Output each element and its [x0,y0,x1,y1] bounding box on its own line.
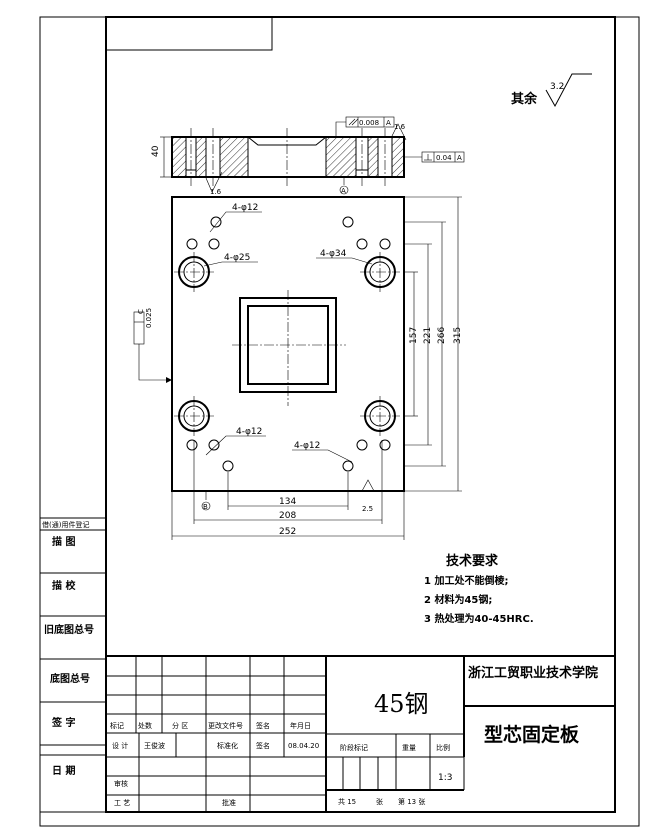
plan-view: 4-φ12 4-φ25 4-φ34 4-φ12 4-φ12 134 208 25… [133,196,463,540]
top-left-box [105,16,273,51]
roughness-value: 3.2 [550,82,564,92]
roughness-symbol-icon [361,479,375,492]
roughness-label: 其余 [511,91,538,107]
scale-value: 1:3 [438,773,452,783]
tech-req-item-3: 3 热处理为40-45HRC. [424,612,534,625]
section-roughness-top: 1.6 [394,123,406,131]
scale-label: 比例 [436,743,450,752]
sheet-total: 共 15 [338,797,356,806]
dim-v-157: 157 [409,327,419,344]
roughness-symbol-icon [545,73,592,108]
rev-h-1: 标记 [110,721,124,730]
process-label: 工 艺 [114,799,130,807]
parallel-icon [348,118,356,126]
rev-h-6: 年月日 [290,721,311,730]
side-datum: C [137,309,145,314]
rev-h-3: 分 区 [172,721,188,730]
review-label: 审核 [114,779,128,788]
left-cell-6: 签 字 [51,716,75,729]
left-cell-4: 旧底图总号 [44,623,94,636]
counterbore-hole [360,396,400,436]
designer-name: 王俊波 [144,741,165,750]
callout-5: 4-φ12 [294,441,320,451]
company-name: 浙江工贸职业技术学院 [468,665,598,681]
flat-tol: 0.04 [436,154,452,162]
weight-label: 重量 [402,744,416,752]
sheet-no: 第 13 张 [398,797,425,806]
parallel-tol: 0.008 [359,119,379,127]
flat-datum: A [457,154,462,162]
plan-roughness-bottom: 2.5 [362,505,373,513]
dim-v-221: 221 [423,327,433,344]
datum-marker-icon [201,501,211,511]
datum-b-label: B [203,503,208,511]
left-cell-2: 描 图 [52,535,75,548]
callout-1: 4-φ12 [232,203,258,213]
dim-h-208: 208 [279,511,296,521]
parallel-datum: A [386,119,391,127]
approve-label: 批准 [222,798,236,807]
rev-h-2: 处数 [138,721,152,730]
counterbore-hole [174,252,214,292]
stage-label: 阶段标记 [340,743,368,752]
tech-req-title: 技术要求 [446,553,499,569]
section-roughness-bottom: 1.6 [210,188,222,196]
side-tol: 0.025 [145,308,153,328]
design-date: 08.04.20 [288,742,319,750]
tech-req-item-2: 2 材料为45钢; [424,593,492,606]
flatness-frame: 0.04 A [404,151,465,163]
rev-h-4: 更改文件号 [208,721,243,730]
dim-v-266: 266 [437,327,447,344]
datum-a-label: A [341,187,346,195]
counterbore-hole [360,252,400,292]
roughness-symbol-icon [391,123,407,141]
material-text: 45钢 [374,690,429,718]
small-hole [186,216,391,472]
left-cell-7: 日 期 [52,764,75,777]
left-cell-5: 底图总号 [50,672,90,685]
standard-label: 标准化 [217,741,238,750]
section-view: 40 1.6 1.6 0.008 A 0.04 A [151,116,465,196]
sheet-word: 张 [376,797,383,806]
counterbore-hole [174,396,214,436]
rev-h-5: 签名 [256,721,270,730]
sign-label: 签名 [256,741,270,750]
callout-2: 4-φ25 [224,253,250,263]
dim-v-315: 315 [453,327,463,344]
part-name: 型芯固定板 [484,723,580,746]
roughness-symbol-icon [205,171,223,193]
dim-h-134: 134 [279,497,296,507]
side-tolerance-frame: 0.025 C [133,308,172,383]
parallelism-frame: 0.008 A [335,116,395,137]
left-column: 借(通)用件登记 描 图 描 校 旧底图总号 底图总号 签 字 日 期 [39,517,107,813]
tech-req-item-1: 1 加工处不能倒棱; [424,574,508,587]
title-block: 标记 处数 分 区 更改文件号 签名 年月日 设 计 王俊波 标准化 签名 08… [105,655,616,813]
section-height-dim: 40 [151,145,161,157]
callout-3: 4-φ34 [320,249,347,259]
dim-h-252: 252 [279,527,296,537]
left-cell-3: 描 校 [52,579,76,592]
callout-4: 4-φ12 [236,427,262,437]
datum-marker-icon [339,185,349,195]
left-cell-1: 借(通)用件登记 [42,520,89,529]
design-label: 设 计 [112,741,128,750]
